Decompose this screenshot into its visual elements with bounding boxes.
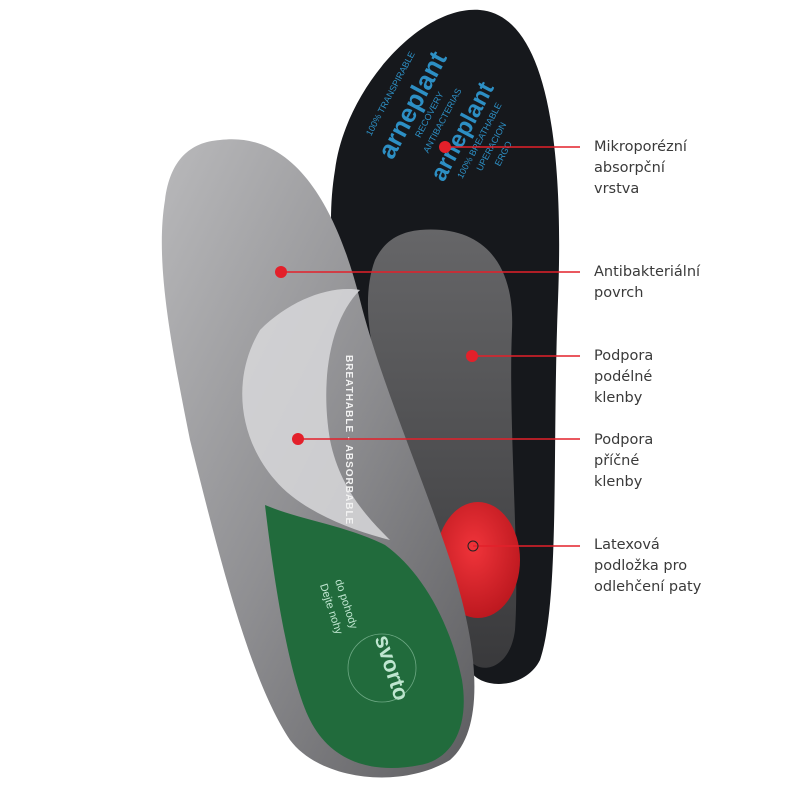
green-heel-area	[265, 505, 464, 768]
logo-ring	[347, 633, 417, 703]
callout-label-latex-heel-pad: Latexová podložka pro odlehčení paty	[594, 537, 702, 595]
callout-label-longitudinal-arch: Podpora podélné klenby	[594, 348, 654, 406]
callout-label-transverse-arch: Podpora příčné klenby	[594, 432, 654, 490]
callout-label-microporous-layer: Mikroporézní absorpční vrstva	[594, 139, 687, 197]
callout-dot-4	[292, 433, 304, 445]
callout-label-antibacterial-surface: Antibakteriální povrch	[594, 264, 701, 301]
callout-dot-2	[275, 266, 287, 278]
callout-lines	[275, 141, 580, 552]
forefoot-light-area	[242, 289, 390, 540]
callout-dot-3	[466, 350, 478, 362]
band-text: BREATHABLE - ABSORBABLE	[343, 355, 354, 525]
callout-dot-5	[467, 540, 479, 552]
front-insole: BREATHABLE - ABSORBABLE Dejte nohy do po…	[161, 139, 475, 778]
callout-dot-1	[439, 141, 451, 153]
